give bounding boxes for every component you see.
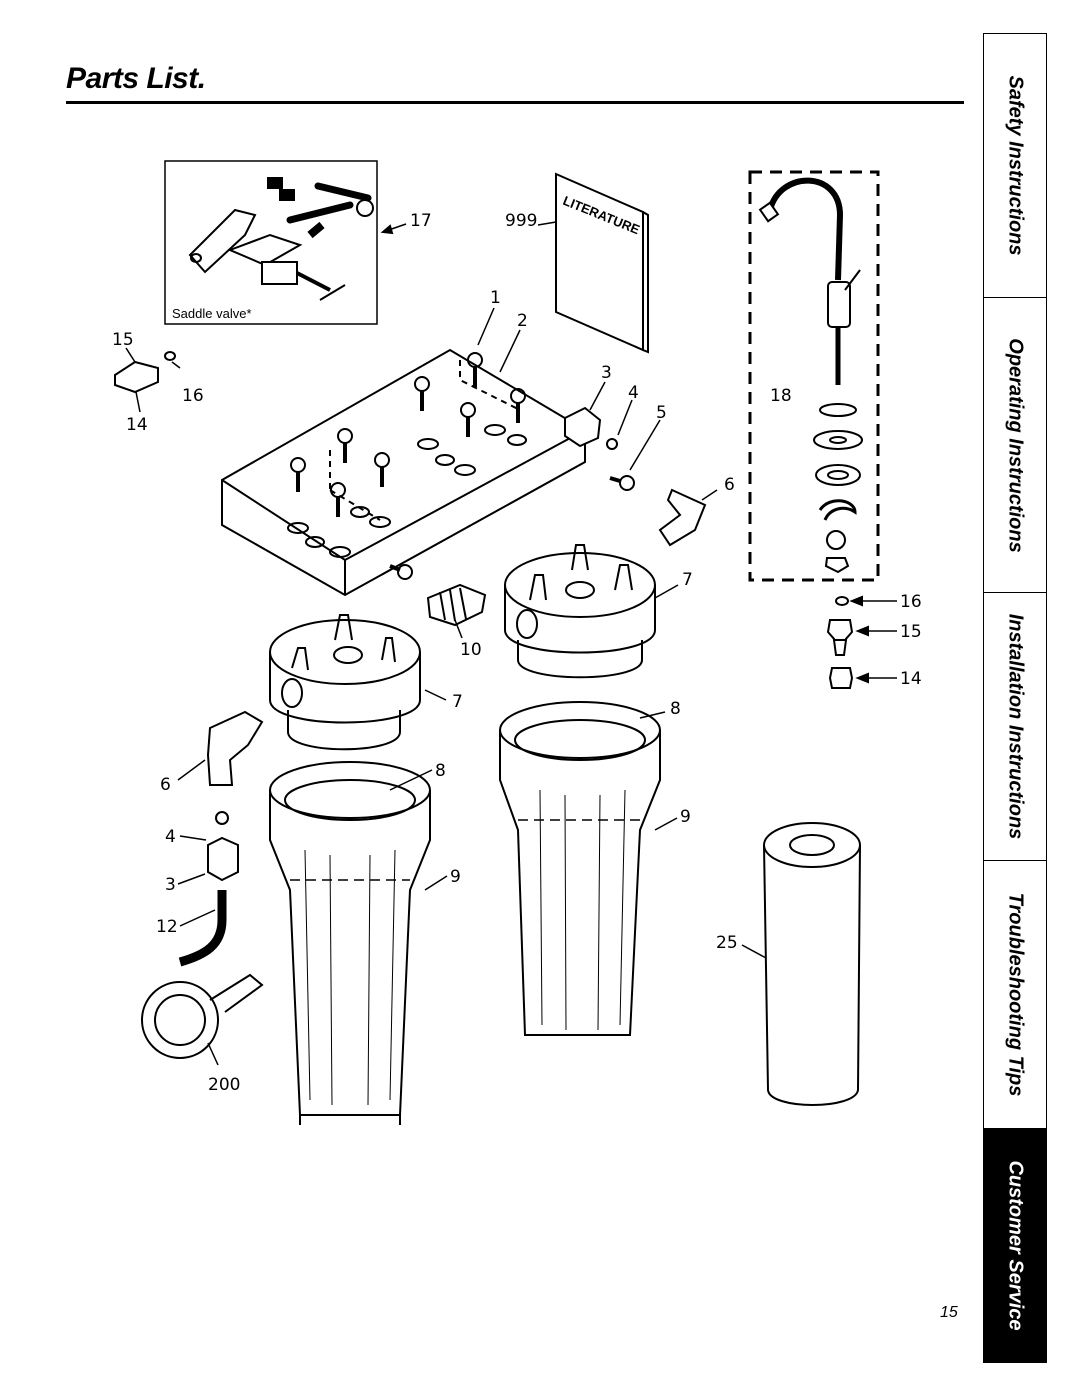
saddle-valve-illustration xyxy=(188,177,374,301)
faucet-kit-box xyxy=(748,170,880,582)
saddle-valve-inset xyxy=(164,160,378,325)
fittings-left xyxy=(114,351,176,394)
tab-troubleshooting-tips[interactable]: Troubleshooting Tips xyxy=(984,860,1046,1128)
filter-cartridge xyxy=(763,822,861,1106)
callout-1: 1 xyxy=(490,288,501,308)
callout-3-upper: 3 xyxy=(601,363,612,383)
bracket-screws xyxy=(290,352,635,580)
saddle-valve-label: Saddle valve* xyxy=(172,306,252,321)
callout-15-right: 15 xyxy=(900,622,922,642)
callout-7-right: 7 xyxy=(682,570,693,590)
callout-15-left: 15 xyxy=(112,330,134,350)
filter-head-left xyxy=(269,614,421,751)
callout-4-lower: 4 xyxy=(165,827,176,847)
callout-18: 18 xyxy=(770,386,792,406)
callout-2: 2 xyxy=(517,311,528,331)
faucet-illustration xyxy=(758,177,863,574)
callout-9-right: 9 xyxy=(680,807,691,827)
callout-4-upper: 4 xyxy=(628,383,639,403)
callout-200: 200 xyxy=(208,1075,240,1095)
tab-label: Operating Instructions xyxy=(1004,337,1027,553)
callout-999: 999 xyxy=(505,211,537,231)
section-tabs: Safety Instructions Operating Instructio… xyxy=(983,33,1047,1363)
callout-14-left: 14 xyxy=(126,415,148,435)
tab-safety-instructions[interactable]: Safety Instructions xyxy=(984,34,1046,297)
callout-9-left: 9 xyxy=(450,867,461,887)
compression-nut-lower xyxy=(207,836,239,882)
callout-8-left: 8 xyxy=(435,761,446,781)
elbow-lower xyxy=(206,710,264,786)
callout-14-right: 14 xyxy=(900,669,922,689)
filter-head-right xyxy=(504,544,656,679)
callout-3-lower: 3 xyxy=(165,875,176,895)
callout-17: 17 xyxy=(410,211,432,231)
literature-booklet xyxy=(555,172,649,354)
tubing xyxy=(178,890,227,967)
elbow-upper xyxy=(658,488,707,547)
tab-label: Installation Instructions xyxy=(1004,613,1027,840)
callout-25: 25 xyxy=(716,933,738,953)
tab-label: Safety Instructions xyxy=(1004,75,1027,256)
callout-6-upper: 6 xyxy=(724,475,735,495)
filter-housing-right xyxy=(499,701,661,1036)
tab-installation-instructions[interactable]: Installation Instructions xyxy=(984,592,1046,860)
callout-6-lower: 6 xyxy=(160,775,171,795)
housing-wrench xyxy=(141,973,264,1066)
compression-nut-upper xyxy=(564,406,602,448)
leader-lines xyxy=(125,307,767,959)
callout-7-left: 7 xyxy=(452,692,463,712)
tab-label: Customer Service xyxy=(1004,1160,1027,1331)
tab-customer-service[interactable]: Customer Service xyxy=(984,1128,1046,1362)
tab-operating-instructions[interactable]: Operating Instructions xyxy=(984,297,1046,592)
callout-16-left: 16 xyxy=(182,386,204,406)
title-rule xyxy=(66,101,964,104)
callout-8-right: 8 xyxy=(670,699,681,719)
mounting-bracket xyxy=(221,348,586,597)
callout-5: 5 xyxy=(656,403,667,423)
callout-12: 12 xyxy=(156,917,178,937)
fittings-right xyxy=(826,596,854,689)
page-title: Parts List. xyxy=(66,62,206,95)
callout-10: 10 xyxy=(460,640,482,660)
nipple xyxy=(426,583,487,627)
callout-16-right: 16 xyxy=(900,592,922,612)
filter-housing-left xyxy=(269,761,431,1125)
parts-diagram: Saddle valve* LITERATURE 17 999 1 2 15 1… xyxy=(112,160,922,1125)
tab-label: Troubleshooting Tips xyxy=(1004,892,1027,1097)
page-number: 15 xyxy=(940,1304,958,1321)
